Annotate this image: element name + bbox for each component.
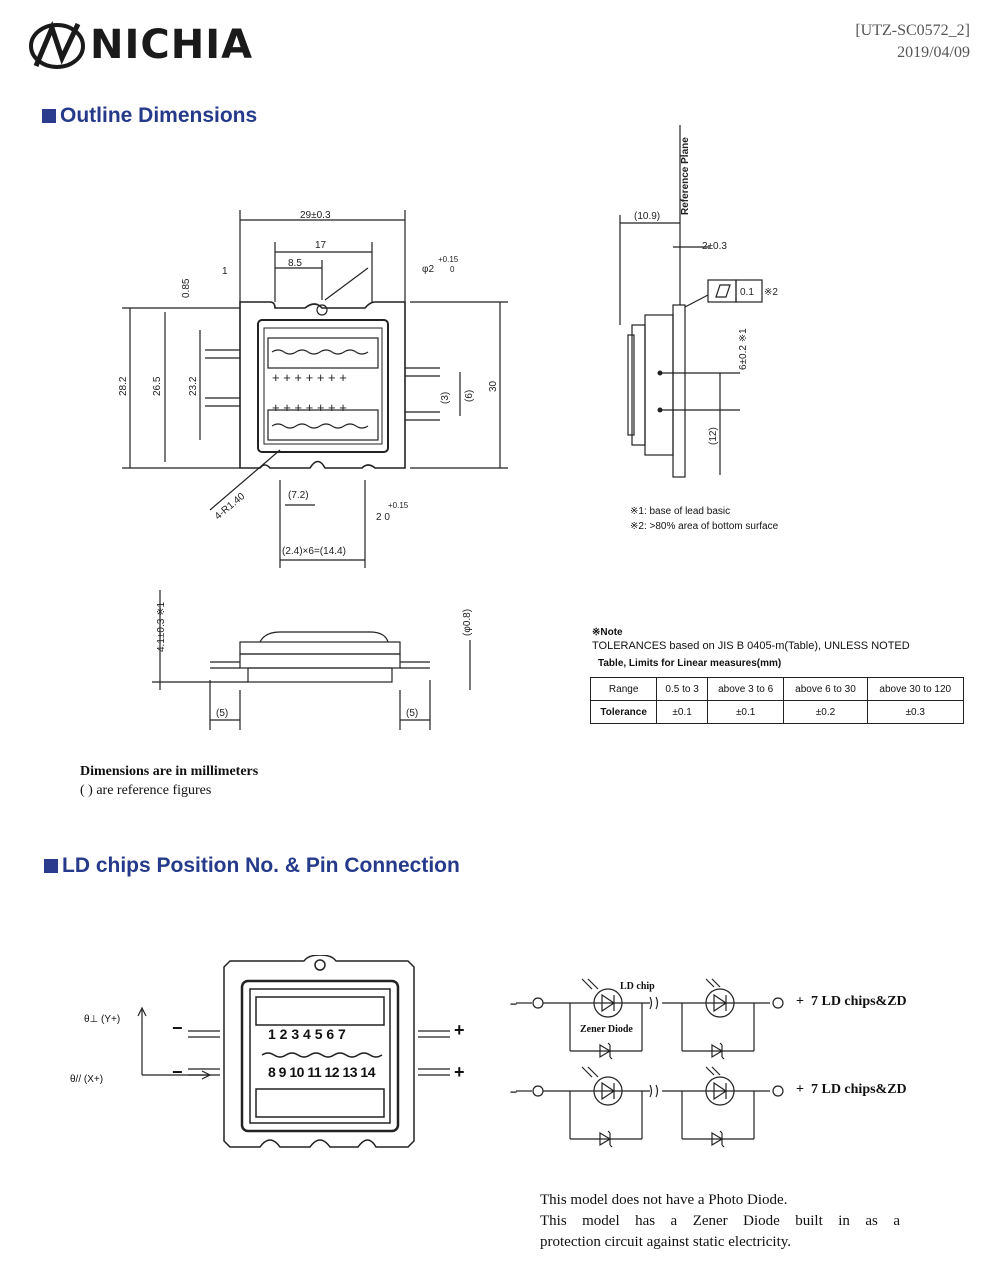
dim-radius: 4-R1.40 bbox=[213, 491, 248, 523]
pin-section-title: LD chips Position No. & Pin Connection bbox=[44, 854, 460, 878]
svg-text:−: − bbox=[510, 997, 517, 1011]
company-logo-text: NICHIA bbox=[90, 22, 254, 68]
axis-y-label: θ⊥ (Y+) bbox=[84, 1014, 121, 1025]
dim-h6: (6) bbox=[464, 390, 475, 402]
svg-text:+ + + + + + +: + + + + + + + bbox=[272, 400, 347, 415]
plus-label-bottom: + bbox=[454, 1062, 465, 1082]
zener-diode-label: Zener Diode bbox=[580, 1024, 633, 1035]
chip-row-1: 1 2 3 4 5 6 7 bbox=[268, 1026, 346, 1042]
dim-h265: 26.5 bbox=[152, 376, 163, 396]
footnote-1: ※1: base of lead basic bbox=[630, 506, 731, 517]
table-cell: 0.5 to 3 bbox=[656, 677, 708, 701]
model-note-1: This model does not have a Photo Diode. bbox=[540, 1192, 788, 1208]
dim-hole-tol-zero: 0 bbox=[450, 265, 455, 274]
section-bullet-icon bbox=[42, 109, 56, 123]
table-cell: Tolerance bbox=[589, 700, 658, 724]
model-notes: This model does not have a Photo Diode. … bbox=[540, 1190, 900, 1253]
table-cell: above 3 to 6 bbox=[706, 677, 785, 701]
table-cell: ±0.3 bbox=[866, 700, 965, 724]
circuit-diagram: − − bbox=[510, 978, 784, 1148]
table-cell: ±0.2 bbox=[783, 700, 868, 724]
circuit-label-text: 7 LD chips&ZD bbox=[810, 994, 907, 1009]
table-cell: above 6 to 30 bbox=[783, 677, 868, 701]
table-cell: ±0.1 bbox=[706, 700, 785, 724]
dim-bottom-tol-plus: +0.15 bbox=[388, 501, 409, 510]
minus-label-top: − bbox=[172, 1018, 183, 1038]
units-note: Dimensions are in millimeters ( ) are re… bbox=[80, 762, 258, 800]
dim-pin-dia: (φ0.8) bbox=[462, 609, 473, 636]
dim-d6: 6±0.2 ※1 bbox=[738, 328, 749, 370]
front-view-drawing: 4.1±0.3 ※1 (φ0.8) (5) (5) bbox=[152, 590, 473, 730]
circuit-label-bottom: + 7 LD chips&ZD bbox=[796, 1082, 907, 1098]
plus-sign: + bbox=[796, 1082, 804, 1097]
document-code: [UTZ-SC0572_2] 2019/04/09 bbox=[855, 20, 970, 64]
dim-hole-tol-plus: +0.15 bbox=[438, 255, 459, 264]
table-cell: Range bbox=[589, 677, 658, 701]
tolerance-header-row: Range 0.5 to 3 above 3 to 6 above 6 to 3… bbox=[589, 677, 965, 701]
chip-row-2: 8 9 10 11 12 13 14 bbox=[268, 1064, 376, 1080]
pin-title-text: LD chips Position No. & Pin Connection bbox=[62, 854, 460, 877]
tolerance-table: Range 0.5 to 3 above 3 to 6 above 6 to 3… bbox=[589, 677, 965, 724]
table-cell: ±0.1 bbox=[656, 700, 708, 724]
minus-label-bottom: − bbox=[172, 1062, 183, 1082]
tolerance-value-row: Tolerance ±0.1 ±0.1 ±0.2 ±0.3 bbox=[589, 700, 965, 724]
dim-half: 8.5 bbox=[288, 258, 302, 269]
circuit-label-top: + 7 LD chips&ZD bbox=[796, 994, 907, 1010]
flatness-note: ※2 bbox=[764, 287, 778, 298]
dim-pitch: (2.4)×6=(14.4) bbox=[282, 546, 346, 557]
plus-sign: + bbox=[796, 994, 804, 1009]
dim-hole-dia: φ2 bbox=[422, 264, 434, 275]
dim-d109: (10.9) bbox=[634, 211, 660, 222]
package-diagram bbox=[223, 955, 415, 1148]
model-note-2: This model has a Zener Diode built in as… bbox=[540, 1213, 900, 1229]
package-leads bbox=[188, 1030, 450, 1076]
outline-section-title: Outline Dimensions bbox=[42, 104, 257, 128]
units-line-1: Dimensions are in millimeters bbox=[80, 764, 259, 779]
dim-bottom-tol-zero: 2 0 bbox=[376, 512, 390, 523]
section-bullet-icon bbox=[44, 859, 58, 873]
svg-text:+ + + + + + +: + + + + + + + bbox=[272, 370, 347, 385]
axis-x-label: θ// (X+) bbox=[70, 1074, 104, 1085]
reference-plane-label: Reference Plane bbox=[680, 137, 691, 215]
dim-inner: 17 bbox=[315, 240, 327, 251]
doc-code: [UTZ-SC0572_2] bbox=[855, 22, 970, 39]
note-block: ※Note TOLERANCES based on JIS B 0405-m(T… bbox=[592, 627, 910, 669]
dim-left5: (5) bbox=[216, 708, 228, 719]
note-heading: ※Note bbox=[592, 627, 623, 638]
footnote-2: ※2: >80% area of bottom surface bbox=[630, 521, 779, 532]
dim-d12: (12) bbox=[708, 427, 719, 445]
note-table-title: Table, Limits for Linear measures(mm) bbox=[598, 658, 782, 669]
dim-h282: 28.2 bbox=[118, 376, 129, 396]
flatness-value: 0.1 bbox=[740, 287, 754, 298]
footnotes: ※1: base of lead basic ※2: >80% area of … bbox=[630, 504, 778, 534]
table-cell: above 30 to 120 bbox=[866, 677, 965, 701]
dim-h30: 30 bbox=[488, 380, 499, 392]
model-note-3: protection circuit against static electr… bbox=[540, 1234, 792, 1250]
outline-title-text: Outline Dimensions bbox=[60, 104, 258, 127]
ld-chip-label: LD chip bbox=[620, 981, 655, 992]
dim-h3: (3) bbox=[440, 392, 451, 404]
units-line-2: ( ) are reference figures bbox=[80, 783, 212, 798]
dim-t085: 0.85 bbox=[181, 278, 192, 298]
dim-lead: 1 bbox=[222, 266, 228, 277]
dim-d2: 2±0.3 bbox=[702, 241, 727, 252]
dim-right5: (5) bbox=[406, 708, 418, 719]
dim-d72: (7.2) bbox=[288, 490, 309, 501]
note-line: TOLERANCES based on JIS B 0405-m(Table),… bbox=[592, 640, 910, 652]
doc-date: 2019/04/09 bbox=[897, 44, 970, 61]
top-view-drawing: 29±0.3 17 8.5 1 0.85 φ2 +0.15 0 28.2 26.… bbox=[118, 210, 508, 568]
nichia-logo-icon bbox=[29, 20, 85, 69]
dim-width: 29±0.3 bbox=[300, 210, 331, 221]
dim-front-height: 4.1±0.3 ※1 bbox=[156, 602, 167, 652]
svg-text:−: − bbox=[510, 1085, 517, 1099]
circuit-label-text: 7 LD chips&ZD bbox=[810, 1082, 907, 1097]
plus-label-top: + bbox=[454, 1020, 465, 1040]
side-view-drawing: Reference Plane (10.9) 2±0.3 0.1 ※2 6±0.… bbox=[619, 125, 778, 478]
dim-h232: 23.2 bbox=[188, 376, 199, 396]
